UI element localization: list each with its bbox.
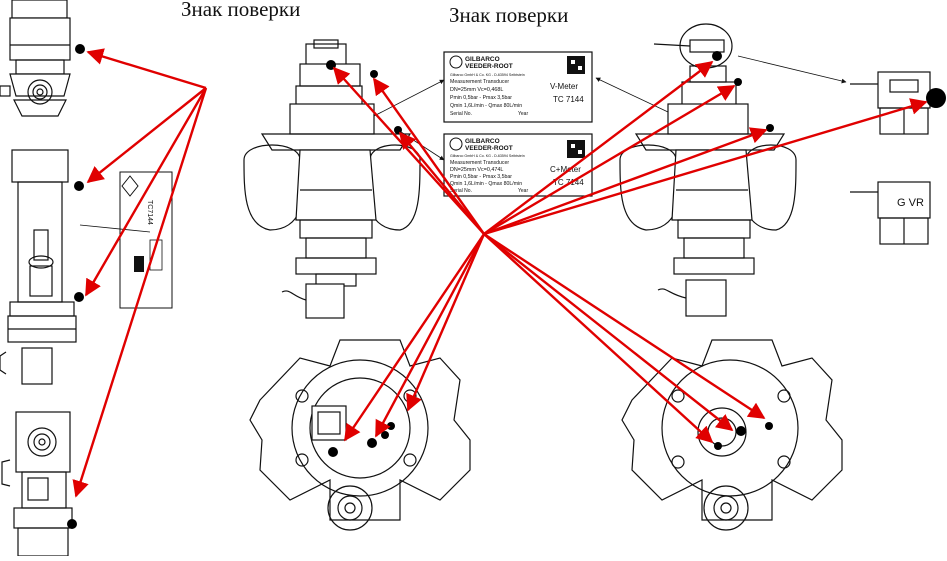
seal-dot <box>328 447 338 457</box>
plate-c-brand1: GILBARCO <box>465 138 500 145</box>
plate-c-company: Gilbarco GmbH & Co. KG - D-63594 Seibtst… <box>450 154 525 158</box>
arrow <box>398 131 485 235</box>
seal-dot <box>766 124 774 132</box>
plate-c-model: C+Meter <box>550 165 581 174</box>
arrow <box>332 66 485 235</box>
center-meter-front <box>243 39 421 319</box>
seal-dot <box>765 422 773 430</box>
vertical-nameplate: TC7144 <box>79 171 173 309</box>
plate-v-cert: TC 7144 <box>553 95 584 104</box>
verification-mark-label-center: Знак поверки <box>449 3 569 27</box>
plate-v-product: Measurement Transducer <box>450 79 509 85</box>
left-bottom-unit <box>1 411 73 557</box>
arrow <box>483 84 736 236</box>
left-side-views <box>0 0 77 557</box>
arrow <box>483 232 766 420</box>
plate-v-pmin: Pmin 0,5bar - Pmax 3,5bar <box>450 95 512 101</box>
seal-dot <box>74 292 84 302</box>
plate-v-serial: Serial No. <box>450 111 472 117</box>
sensor-detail-bottom: G VR <box>850 181 931 245</box>
arrow <box>483 127 768 236</box>
plate-c-pmin: Pmin 0,5bar - Pmax 3,5bar <box>450 174 512 180</box>
nameplate-c-meter: GILBARCO VEEDER-ROOT Gilbarco GmbH & Co.… <box>443 133 593 197</box>
seal-dot <box>74 181 84 191</box>
center-meter-top <box>249 339 471 531</box>
plate-v-company: Gilbarco GmbH & Co. KG - D-63594 Seibtst… <box>450 73 525 77</box>
right-meter-front <box>619 23 797 317</box>
verification-mark-label-left: Знак поверки <box>181 0 301 21</box>
arrow <box>483 233 734 432</box>
arrow <box>483 98 928 236</box>
plate-v-brand2: VEEDER-ROOT <box>465 63 513 70</box>
seal-dot <box>367 438 377 448</box>
plate-c-dn: DN=25mm Vc=0,474L <box>450 167 503 173</box>
plate-c-cert: TC 7144 <box>553 178 584 187</box>
left-top-unit <box>0 0 71 117</box>
plate-c-brand2: VEEDER-ROOT <box>465 145 513 152</box>
arrow <box>483 233 714 444</box>
plate-v-qmin: Qmin 1,6L/min - Qmax 80L/min <box>450 103 522 109</box>
plate-c-qmin: Qmin 1,6L/min - Qmax 80L/min <box>450 181 522 187</box>
plate-c-qr-icon <box>567 140 585 158</box>
arrow <box>84 87 208 297</box>
plate-v-year: Year <box>518 111 528 117</box>
seal-dot <box>714 442 722 450</box>
arrow <box>374 233 486 438</box>
plate-v-dn: DN=25mm Vc=0,468L <box>450 87 503 93</box>
plate-c-serial: Serial No. <box>450 188 472 194</box>
seal-dot <box>734 78 742 86</box>
plate-c-year: Year <box>518 188 528 194</box>
arrow <box>344 233 485 442</box>
seal-dot <box>75 44 85 54</box>
arrow <box>86 87 207 184</box>
vertical-plate-cert: TC7144 <box>146 200 153 225</box>
left-middle-unit <box>0 149 77 385</box>
sensor-detail-top <box>850 71 931 135</box>
arrow <box>86 48 207 90</box>
arrow <box>406 233 486 412</box>
seal-dot <box>381 431 389 439</box>
seal-dot <box>370 70 378 78</box>
sensor-label: G VR <box>897 197 924 209</box>
arrow <box>483 60 714 235</box>
seal-dot <box>736 426 746 436</box>
seal-dot <box>712 51 722 61</box>
red-arrows-center <box>332 60 928 444</box>
plate-v-model: V-Meter <box>550 82 578 91</box>
red-arrows-left <box>72 48 208 498</box>
seal-dot <box>387 422 395 430</box>
seal-dot-large <box>926 88 946 108</box>
arrow <box>72 87 208 498</box>
seal-dot <box>67 519 77 529</box>
arrow <box>373 77 485 235</box>
plate-v-brand1: GILBARCO <box>465 56 500 63</box>
plate-c-product: Measurement Transducer <box>450 160 509 166</box>
nameplate-v-meter: GILBARCO VEEDER-ROOT Gilbarco GmbH & Co.… <box>443 51 593 123</box>
plate-v-qr-icon <box>567 56 585 74</box>
seal-dots <box>67 44 946 529</box>
